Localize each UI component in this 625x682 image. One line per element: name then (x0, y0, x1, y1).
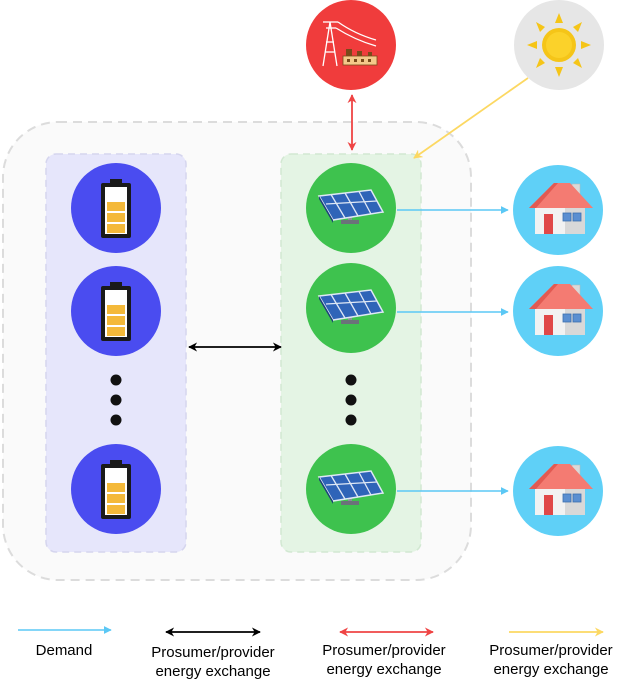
ellipsis-dots-solar (345, 374, 357, 426)
battery-icon (101, 460, 131, 519)
power-grid-node (306, 0, 396, 90)
battery-node (71, 163, 161, 253)
sun-supply-arrow (413, 77, 529, 159)
legend-yellow-exchange-label: Prosumer/provider energy exchange (480, 641, 622, 679)
solar-node (306, 263, 396, 353)
house-node (513, 165, 603, 255)
legend-red-line2: energy exchange (326, 661, 442, 678)
legend-black-line1: Prosumer/provider (151, 644, 275, 661)
power-grid-icon (322, 21, 377, 67)
legend-red-line1: Prosumer/provider (322, 642, 446, 659)
solar-node (306, 444, 396, 534)
sun-icon (527, 13, 591, 77)
legend-red-exchange-label: Prosumer/provider energy exchange (313, 641, 455, 679)
battery-node (71, 444, 161, 534)
house-node (513, 446, 603, 536)
battery-icon (101, 179, 131, 238)
legend-demand-label: Demand (18, 641, 110, 660)
legend-black-line2: energy exchange (155, 663, 271, 680)
solar-node (306, 163, 396, 253)
legend-yellow-line2: energy exchange (493, 661, 609, 678)
ellipsis-dots-batteries (110, 374, 122, 426)
legend-black-exchange-label: Prosumer/provider energy exchange (142, 643, 284, 681)
battery-node (71, 266, 161, 356)
sun-node (514, 0, 604, 90)
house-node (513, 266, 603, 356)
legend-demand-text: Demand (35, 642, 93, 659)
legend-yellow-line1: Prosumer/provider (489, 642, 613, 659)
battery-icon (101, 282, 131, 341)
